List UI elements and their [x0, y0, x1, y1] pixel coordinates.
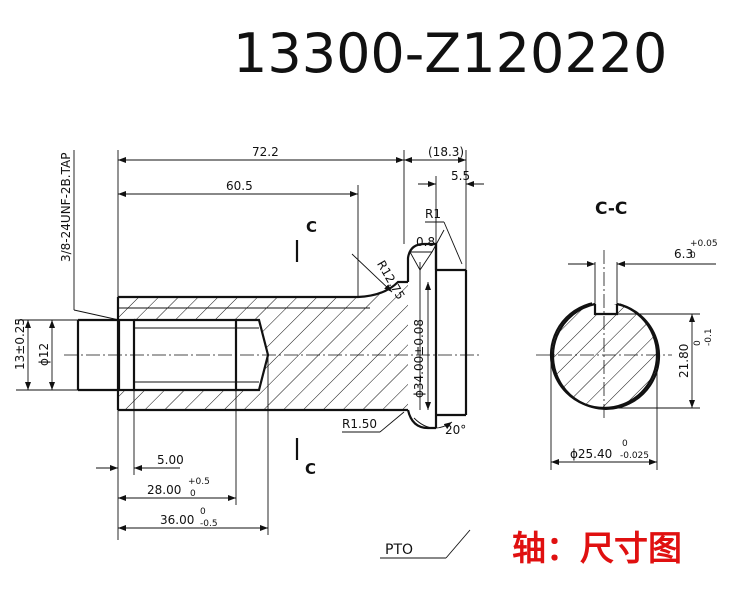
- thread-callout: 3/8-24UNF-2B.TAP: [59, 150, 120, 321]
- svg-text:5.5: 5.5: [451, 169, 470, 183]
- dim-flange-5: 5.5: [418, 169, 484, 244]
- svg-text:3/8-24UNF-2B.TAP: 3/8-24UNF-2B.TAP: [59, 153, 73, 262]
- svg-text:R1: R1: [425, 207, 441, 221]
- svg-text:60.5: 60.5: [226, 179, 253, 193]
- section-mark-bottom: C: [295, 438, 316, 478]
- svg-text:0: 0: [690, 251, 696, 261]
- svg-text:-0.1: -0.1: [704, 328, 714, 346]
- dim-length-60: 60.5: [118, 179, 359, 297]
- svg-text:0: 0: [200, 507, 206, 517]
- svg-text:C: C: [305, 460, 316, 478]
- part-number: 13300-Z120220: [233, 22, 667, 85]
- svg-text:0: 0: [622, 439, 628, 449]
- radius-r1: R1: [425, 207, 463, 265]
- dim-key-depth: 21.80 0 -0.1: [604, 313, 714, 409]
- svg-text:28.00: 28.00: [147, 483, 181, 497]
- svg-text:0: 0: [693, 340, 703, 346]
- dim-diameter-34: ϕ34.00±0.08: [412, 282, 431, 410]
- svg-text:ϕ12: ϕ12: [37, 343, 51, 366]
- svg-text:5.00: 5.00: [157, 453, 184, 467]
- flange: [406, 242, 468, 430]
- dim-pilot-diameter: ϕ12: [37, 320, 55, 390]
- section-mark-top: C: [295, 218, 317, 262]
- shaft-body: [116, 280, 408, 412]
- svg-text:C: C: [306, 218, 317, 236]
- svg-text:6.3: 6.3: [674, 247, 693, 261]
- svg-text:0.8: 0.8: [416, 235, 435, 249]
- dim-5: 5.00: [96, 390, 184, 540]
- svg-text:ϕ34.00±0.08: ϕ34.00±0.08: [412, 319, 426, 398]
- svg-text:21.80: 21.80: [677, 344, 691, 378]
- svg-text:ϕ25.40: ϕ25.40: [570, 447, 612, 461]
- caption: 轴：尺寸图: [512, 529, 682, 569]
- dim-36: 36.00 0 -0.5: [118, 355, 269, 535]
- dim-flange-total: (18.3): [404, 145, 467, 270]
- dim-overall-length: 72.2: [117, 145, 405, 297]
- svg-text:(18.3): (18.3): [428, 145, 464, 159]
- dim-28: 28.00 +0.5 0: [118, 390, 237, 505]
- svg-text:-0.5: -0.5: [200, 519, 218, 529]
- section-view: [536, 250, 672, 420]
- svg-text:0: 0: [190, 489, 196, 499]
- dim-key-width: 6.3 +0.05 0: [568, 239, 718, 304]
- dim-pilot-length: 13±0.25: [13, 318, 78, 391]
- svg-text:+0.05: +0.05: [690, 239, 718, 249]
- pto-label: PTO: [380, 529, 471, 559]
- svg-text:36.00: 36.00: [160, 513, 194, 527]
- svg-text:-0.025: -0.025: [620, 451, 649, 461]
- radius-r150: R1.50: [342, 411, 405, 433]
- svg-text:R1.50: R1.50: [342, 417, 377, 431]
- svg-text:20°: 20°: [445, 423, 466, 437]
- svg-text:+0.5: +0.5: [188, 477, 210, 487]
- svg-text:PTO: PTO: [385, 542, 413, 558]
- angle-20: 20°: [413, 417, 466, 437]
- roughness-symbol: 0.8: [409, 229, 445, 271]
- svg-text:13±0.25: 13±0.25: [13, 318, 27, 370]
- dim-shaft-diameter: ϕ25.40 0 -0.025: [550, 355, 658, 470]
- section-label: C-C: [595, 199, 627, 219]
- svg-text:72.2: 72.2: [252, 145, 279, 159]
